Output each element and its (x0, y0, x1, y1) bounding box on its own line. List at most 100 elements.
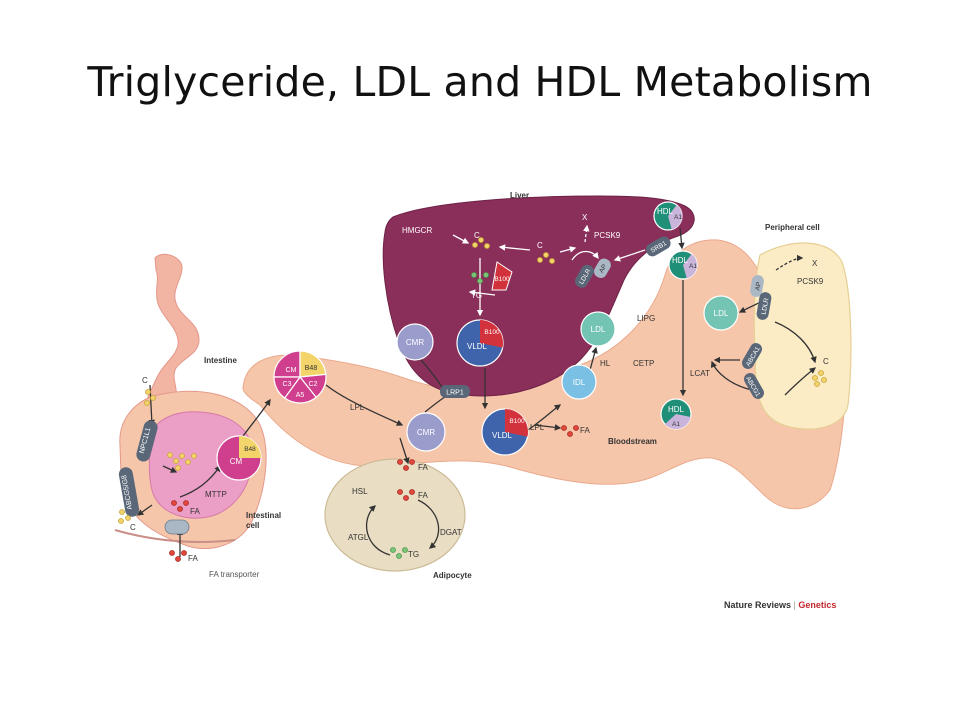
vldl-blood-particle-apo-label: B100 (509, 418, 525, 425)
idl-particle-label: IDL (573, 378, 586, 387)
b100-free-shape (491, 261, 513, 291)
adipocyte (324, 458, 466, 572)
credit-section: Genetics (798, 600, 837, 610)
slide-title: Triglyceride, LDL and HDL Metabolism (87, 58, 873, 106)
ldl-liver-particle-circle (580, 311, 616, 347)
hdl-bottom-particle-label: HDL (668, 405, 685, 414)
cm-blood-sector-label-3: A5 (296, 392, 305, 399)
ldl-liver-particle: LDL (580, 311, 616, 347)
dgat-label: DGAT (440, 528, 462, 537)
ap-liver-label: AP (598, 263, 608, 274)
idl-particle-circle (561, 364, 597, 400)
lipg-label: LIPG (637, 314, 655, 323)
lcat-label: LCAT (690, 369, 710, 378)
lpl-left-label: LPL (350, 403, 365, 412)
tg-adipocyte-label: TG (408, 550, 419, 559)
cmr-blood-particle-circle (406, 412, 446, 452)
cm-intestine-particle-apo-wedge (239, 436, 261, 458)
fa-blood-left-label: FA (418, 463, 428, 472)
vldl-liver-particle-apo-wedge (480, 320, 503, 348)
figure-credit: Nature Reviews | Genetics (724, 600, 836, 610)
b100-free-apoprotein: B100 (491, 261, 513, 291)
pathway-arrows (136, 227, 817, 557)
vldl-liver-particle-apo-label: B100 (484, 329, 500, 336)
hdl-bottom-particle: A1 HDL (660, 398, 692, 430)
ldl-liver-particle-label: LDL (591, 325, 606, 334)
ldlr-peripheral-label: LDLR (761, 297, 771, 315)
fa-entry-label: FA (188, 554, 198, 563)
fa-transporter (164, 519, 190, 535)
receptors: NPC1L1 ABCG5/G8 LRP1 LDLR AP SRB1 AP (118, 236, 772, 535)
pcsk9-liver-label: PCSK9 (594, 231, 621, 240)
peripheral-cell-label: Peripheral cell (765, 223, 820, 232)
molecule-dots (118, 237, 827, 562)
pcsk9-peripheral-label: PCSK9 (797, 277, 824, 286)
intestinal-cell-label-line1: Intestinal (246, 511, 281, 520)
cmr-blood-particle-label: CMR (417, 428, 435, 437)
fa-adipocyte-label: FA (418, 491, 428, 500)
ldl-peripheral-particle-label: LDL (714, 309, 729, 318)
cetp-label: CETP (633, 359, 654, 368)
cmr-liver-particle-circle (396, 323, 434, 361)
hsl-label: HSL (352, 487, 368, 496)
cm-blood-sector-label-0: CM (286, 367, 297, 374)
hl-label: HL (600, 359, 611, 368)
b100-free-label: B100 (494, 276, 510, 283)
hdl-mid-particle-apo-label: A1 (689, 263, 697, 270)
hmgcr-label: HMGCR (402, 226, 432, 235)
c-peripheral-label: C (823, 357, 829, 366)
c-intestine-top-label: C (142, 376, 148, 385)
c-liver-right-label: C (537, 241, 543, 250)
peripheral-cell (753, 242, 852, 430)
cm-blood-sector-0 (273, 350, 301, 378)
intestinal-cell-interior (148, 411, 253, 519)
tg-liver-label: TG (471, 291, 482, 300)
liver-label: Liver (510, 191, 529, 200)
c-liver-left-label: C (474, 231, 480, 240)
hdl-bottom-particle-apo-label: A1 (672, 421, 680, 428)
hdl-mid-particle-apo-wedge (683, 254, 698, 279)
mttp-label: MTTP (205, 490, 227, 499)
fa-blood-right-label: FA (580, 426, 590, 435)
atgl-label: ATGL (348, 533, 369, 542)
compartment-labels: Liver Intestine Intestinal cell Bloodstr… (204, 191, 820, 580)
c-intestine-bottom-label: C (130, 523, 136, 532)
hdl-mid-particle-label: HDL (672, 256, 689, 265)
cm-blood-sector-label-4: C3 (283, 381, 292, 388)
credit-separator: | (791, 600, 799, 610)
npc1l1-transporter: NPC1L1 (136, 420, 158, 462)
hdl-liver-particle-apo-label: A1 (674, 214, 682, 221)
cm-intestine-particle-label: CM (230, 457, 243, 466)
adipocyte-label: Adipocyte (433, 571, 472, 580)
vldl-liver-particle-label: VLDL (467, 342, 488, 351)
hdl-bottom-particle-apo-wedge (664, 414, 691, 429)
intestinal-cell-label-line2: cell (246, 521, 259, 530)
intestine-label: Intestine (204, 356, 237, 365)
credit-journal: Nature Reviews (724, 600, 792, 610)
ap-peripheral-receptor: AP (750, 275, 764, 297)
ldl-peripheral-particle: LDL (703, 295, 739, 331)
cm-intestine-particle-apo-label: B48 (244, 446, 256, 453)
x-peripheral-label: X (812, 259, 818, 268)
fa-transporter-label: FA transporter (209, 570, 260, 579)
ldlr-peripheral-receptor: LDLR (756, 292, 772, 320)
cm-blood-sector-4 (273, 376, 302, 399)
ap-liver-receptor: AP (594, 258, 611, 278)
vldl-blood-particle-label: VLDL (492, 431, 513, 440)
ldl-peripheral-particle-circle (703, 295, 739, 331)
lrp1-receptor: LRP1 (440, 385, 470, 398)
lpl-right-label: LPL (530, 423, 545, 432)
cmr-liver-particle: CMR (396, 323, 434, 361)
lrp1-label: LRP1 (446, 390, 464, 397)
cmr-liver-particle-label: CMR (406, 338, 424, 347)
liver-arrows (452, 224, 646, 317)
cm-blood-sector-label-1: B48 (305, 365, 318, 372)
ap-peripheral-label: AP (754, 281, 762, 291)
